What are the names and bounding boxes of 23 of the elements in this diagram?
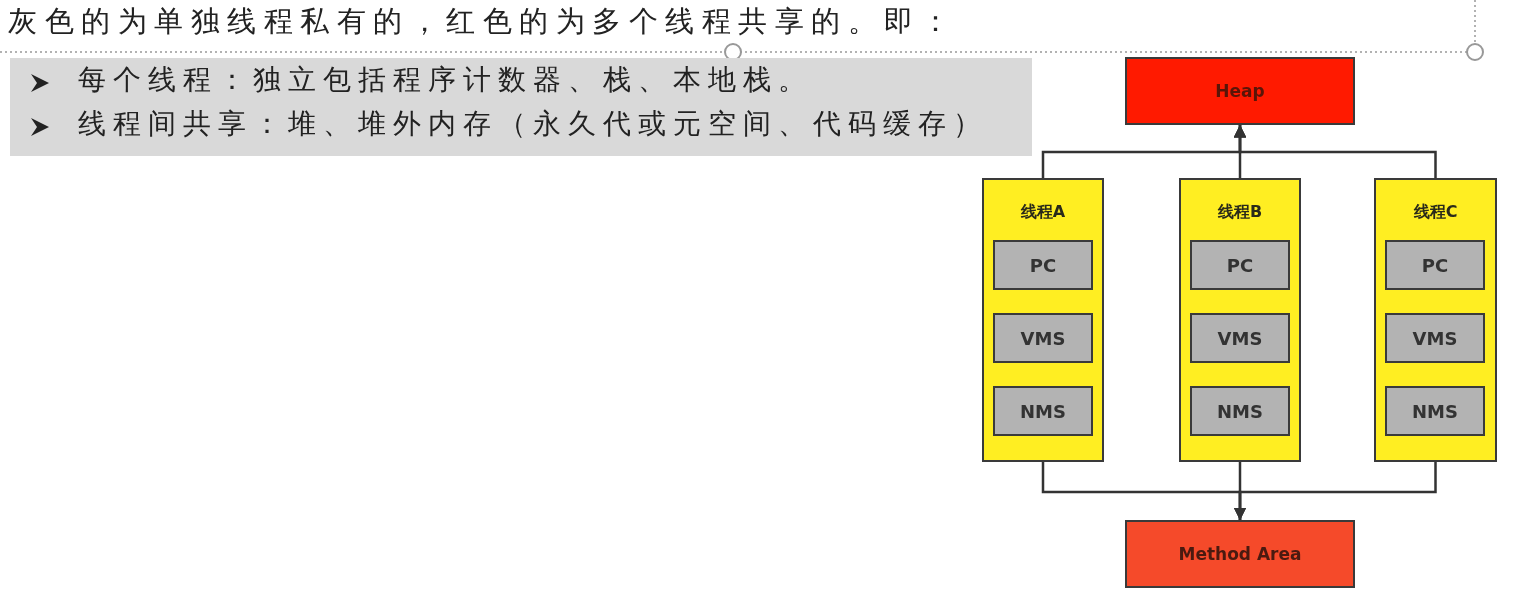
memory-box: VMS bbox=[993, 313, 1093, 363]
thread-box bbox=[1374, 178, 1497, 462]
memory-box: NMS bbox=[1190, 386, 1290, 436]
memory-box: PC bbox=[1385, 240, 1485, 290]
memory-box: NMS bbox=[1385, 386, 1485, 436]
note-box bbox=[10, 58, 1032, 156]
thread-box bbox=[1179, 178, 1301, 462]
title: 灰色的为单独线程私有的，红色的为多个线程共享的。即： bbox=[8, 3, 957, 40]
thread-label: 线程A bbox=[1019, 202, 1067, 223]
thread-box bbox=[982, 178, 1104, 462]
method-area-box: Method Area bbox=[1125, 520, 1355, 588]
arrow bbox=[1233, 125, 1437, 178]
memory-box: VMS bbox=[1190, 313, 1290, 363]
heap-box: Heap bbox=[1125, 57, 1355, 125]
memory-box: PC bbox=[1190, 240, 1290, 290]
thread-label: 线程B bbox=[1216, 202, 1264, 223]
bullet-text: 每个线程：独立包括程序计数器、栈、本地栈。 bbox=[78, 62, 813, 98]
arrow bbox=[1233, 462, 1437, 520]
thread-label: 线程C bbox=[1412, 202, 1459, 223]
memory-box: VMS bbox=[1385, 313, 1485, 363]
memory-box: NMS bbox=[993, 386, 1093, 436]
bullet-text: 线程间共享：堆、堆外内存（永久代或元空间、代码缓存） bbox=[78, 106, 988, 142]
memory-box: PC bbox=[993, 240, 1093, 290]
